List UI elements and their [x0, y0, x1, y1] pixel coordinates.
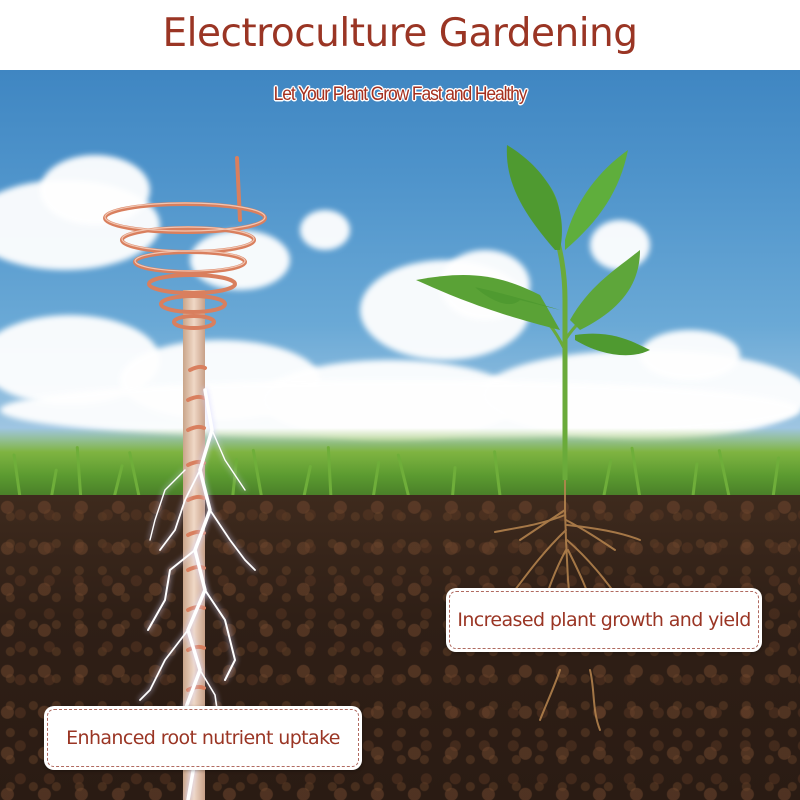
- callout-root-nutrient: Enhanced root nutrient uptake: [44, 706, 362, 770]
- callout-plant-growth-text: Increased plant growth and yield: [457, 609, 751, 631]
- grass-strip: [0, 428, 800, 509]
- copper-spiral-antenna: [103, 156, 267, 692]
- header-banner: Electroculture Gardening: [0, 0, 800, 70]
- lightning-bolts: [139, 388, 256, 800]
- seedling-plant: [416, 145, 650, 480]
- callout-plant-growth: Increased plant growth and yield: [446, 588, 762, 652]
- callout-root-nutrient-text: Enhanced root nutrient uptake: [66, 727, 340, 749]
- page-title: Electroculture Gardening: [162, 10, 638, 56]
- illustration-scene: Let Your Plant Grow Fast and Healthy: [0, 70, 800, 800]
- subtitle: Let Your Plant Grow Fast and Healthy: [273, 84, 528, 105]
